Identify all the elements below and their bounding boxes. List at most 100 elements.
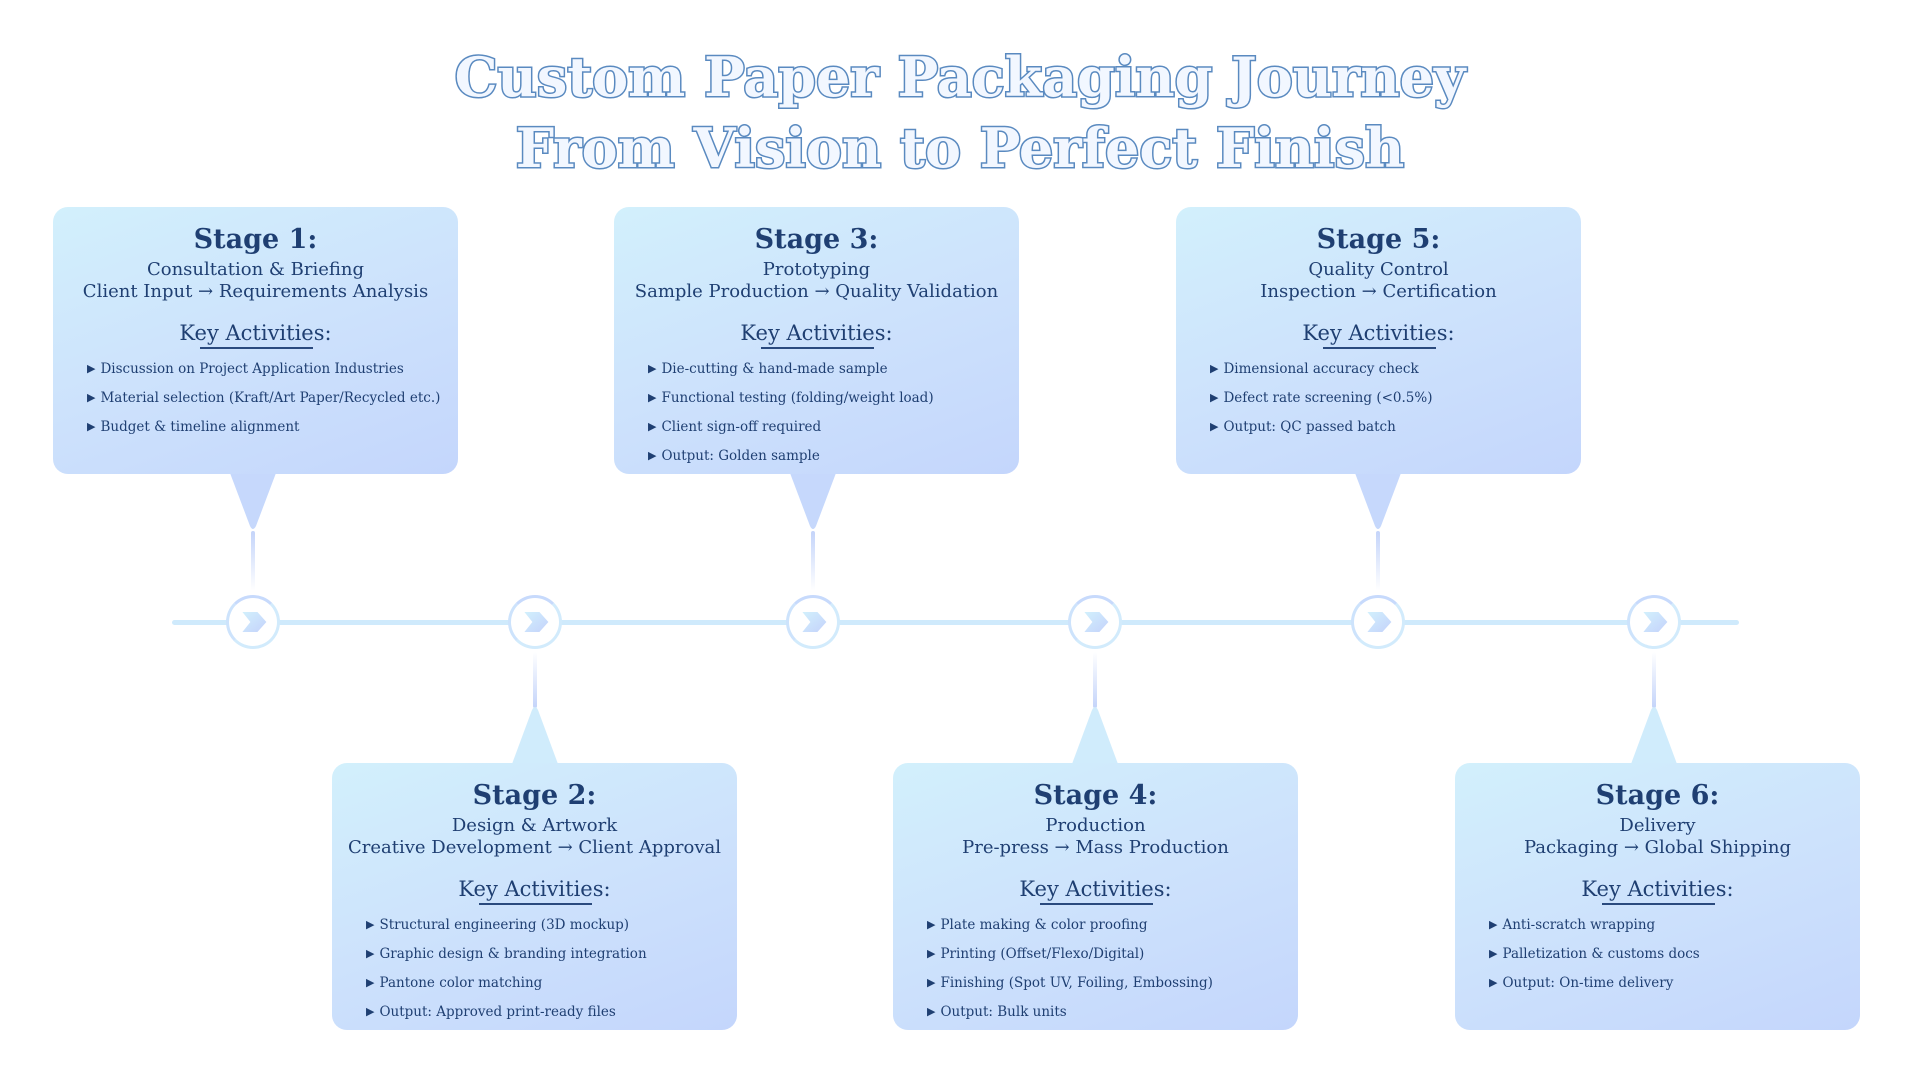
stage-title: Stage 4: bbox=[1033, 780, 1158, 811]
activity-item: ▶ Budget & timeline alignment bbox=[87, 413, 440, 442]
timeline-node-stage-4[interactable] bbox=[1068, 595, 1122, 649]
timeline-node-stage-5[interactable] bbox=[1351, 595, 1405, 649]
triangle-bullet-icon: ▶ bbox=[1210, 420, 1219, 433]
callout-pointer bbox=[1355, 473, 1401, 529]
connector-line bbox=[1652, 652, 1656, 708]
connector-line bbox=[811, 531, 815, 591]
activity-text: Output: Approved print-ready files bbox=[379, 1004, 616, 1020]
activities-list: ▶Structural engineering (3D mockup)▶Grap… bbox=[366, 911, 647, 1027]
connector-line bbox=[1093, 652, 1097, 708]
key-activities-heading: Key Activities: bbox=[1019, 877, 1172, 901]
triangle-bullet-icon: ▶ bbox=[648, 449, 657, 462]
key-activities-underline bbox=[1322, 347, 1436, 349]
activity-text: Output: QC passed batch bbox=[1223, 419, 1396, 435]
chevron-right-icon bbox=[242, 612, 267, 632]
activity-text: Palletization & customs docs bbox=[1502, 946, 1700, 962]
timeline-node-stage-6[interactable] bbox=[1627, 595, 1681, 649]
triangle-bullet-icon: ▶ bbox=[927, 918, 936, 931]
activity-item: ▶Finishing (Spot UV, Foiling, Embossing) bbox=[927, 969, 1213, 998]
stage-title: Stage 5: bbox=[1316, 224, 1441, 255]
triangle-bullet-icon: ▶ bbox=[87, 391, 96, 404]
activities-list: ▶ Plate making & color proofing ▶Printing … bbox=[927, 911, 1213, 1027]
triangle-bullet-icon: ▶ bbox=[648, 391, 657, 404]
callout-pointer bbox=[1072, 707, 1118, 764]
stage-name: Consultation & Briefing bbox=[146, 259, 364, 280]
key-activities-heading: Key Activities: bbox=[1302, 321, 1455, 345]
timeline-node-stage-3[interactable] bbox=[786, 595, 840, 649]
triangle-bullet-icon: ▶ bbox=[366, 918, 375, 931]
key-activities-underline bbox=[1601, 903, 1715, 905]
timeline-axis bbox=[172, 620, 1739, 625]
stage-flow: Packaging → Global Shipping bbox=[1524, 837, 1791, 858]
activity-text: Output: Bulk units bbox=[940, 1004, 1067, 1020]
triangle-bullet-icon: ▶ bbox=[366, 1005, 375, 1018]
timeline-node-stage-1[interactable] bbox=[226, 595, 280, 649]
activity-text: Material selection (Kraft/Art Paper/Recy… bbox=[100, 390, 441, 406]
activity-text: Client sign-off required bbox=[661, 419, 822, 435]
timeline-node-stage-2[interactable] bbox=[508, 595, 562, 649]
connector-line bbox=[1376, 531, 1380, 591]
connector-line bbox=[533, 652, 537, 708]
activity-item: ▶Discussion on Project Application Indus… bbox=[87, 355, 440, 384]
activity-text: Functional testing (folding/weight load) bbox=[661, 390, 934, 406]
chevron-right-icon bbox=[1084, 612, 1109, 632]
triangle-bullet-icon: ▶ bbox=[366, 947, 375, 960]
triangle-bullet-icon: ▶ bbox=[366, 976, 375, 989]
stage-flow: Inspection → Certification bbox=[1260, 281, 1497, 302]
callout-pointer bbox=[230, 473, 276, 529]
activity-text: Plate making & color proofing bbox=[940, 917, 1148, 933]
activity-item: ▶Die-cutting & hand-made sample bbox=[648, 355, 934, 384]
chevron-right-icon bbox=[1643, 612, 1668, 632]
triangle-bullet-icon: ▶ bbox=[1489, 976, 1498, 989]
triangle-bullet-icon: ▶ bbox=[648, 362, 657, 375]
callout-pointer bbox=[512, 707, 558, 764]
key-activities-heading: Key Activities: bbox=[740, 321, 893, 345]
activities-list: ▶Dimensional accuracy check▶Defect rate … bbox=[1210, 355, 1432, 442]
activity-item: ▶ Anti-scratch wrapping bbox=[1489, 911, 1700, 940]
activity-text: Graphic design & branding integration bbox=[379, 946, 647, 962]
triangle-bullet-icon: ▶ bbox=[87, 420, 96, 433]
activity-text: Budget & timeline alignment bbox=[100, 419, 300, 435]
activity-text: Dimensional accuracy check bbox=[1223, 361, 1419, 377]
activity-item: ▶Printing (Offset/Flexo/Digital) bbox=[927, 940, 1213, 969]
triangle-bullet-icon: ▶ bbox=[927, 1005, 936, 1018]
chevron-right-icon bbox=[1367, 612, 1392, 632]
activity-text: Anti-scratch wrapping bbox=[1502, 917, 1656, 933]
triangle-bullet-icon: ▶ bbox=[1489, 947, 1498, 960]
activity-item: ▶Pantone color matching bbox=[366, 969, 647, 998]
stage-name: Delivery bbox=[1619, 815, 1696, 836]
activity-item: ▶Dimensional accuracy check bbox=[1210, 355, 1432, 384]
stage-title: Stage 6: bbox=[1595, 780, 1720, 811]
connector-line bbox=[251, 531, 255, 591]
stage-title: Stage 3: bbox=[754, 224, 879, 255]
activity-item: ▶ Graphic design & branding integration bbox=[366, 940, 647, 969]
stage-flow: Pre-press → Mass Production bbox=[962, 837, 1229, 858]
activity-text: Discussion on Project Application Indust… bbox=[100, 361, 404, 377]
triangle-bullet-icon: ▶ bbox=[648, 420, 657, 433]
activity-item: ▶Structural engineering (3D mockup) bbox=[366, 911, 647, 940]
triangle-bullet-icon: ▶ bbox=[927, 976, 936, 989]
diagram-title: Custom Paper Packaging Journey From Visi… bbox=[0, 42, 1920, 184]
stage-title: Stage 1: bbox=[193, 224, 318, 255]
key-activities-underline bbox=[199, 347, 313, 349]
title-line-1: Custom Paper Packaging Journey bbox=[453, 44, 1467, 111]
activity-item: ▶ Output: Bulk units bbox=[927, 998, 1213, 1027]
triangle-bullet-icon: ▶ bbox=[927, 947, 936, 960]
triangle-bullet-icon: ▶ bbox=[1210, 391, 1219, 404]
chevron-right-icon bbox=[524, 612, 549, 632]
activities-list: ▶ Discussion on Project Application Indus… bbox=[87, 355, 440, 442]
activity-item: ▶ Client sign-off required bbox=[648, 413, 934, 442]
activity-text: Output: Golden sample bbox=[661, 448, 820, 464]
activity-item: ▶ Plate making & color proofing bbox=[927, 911, 1213, 940]
activity-item: ▶ Material selection (Kraft/Art Paper/Rec… bbox=[87, 384, 440, 413]
triangle-bullet-icon: ▶ bbox=[1489, 918, 1498, 931]
title-line-2: From Vision to Perfect Finish bbox=[514, 115, 1405, 182]
activity-text: Defect rate screening (<0.5%) bbox=[1223, 390, 1433, 406]
activities-list: ▶Die-cutting & hand-made sample▶Function… bbox=[648, 355, 934, 471]
